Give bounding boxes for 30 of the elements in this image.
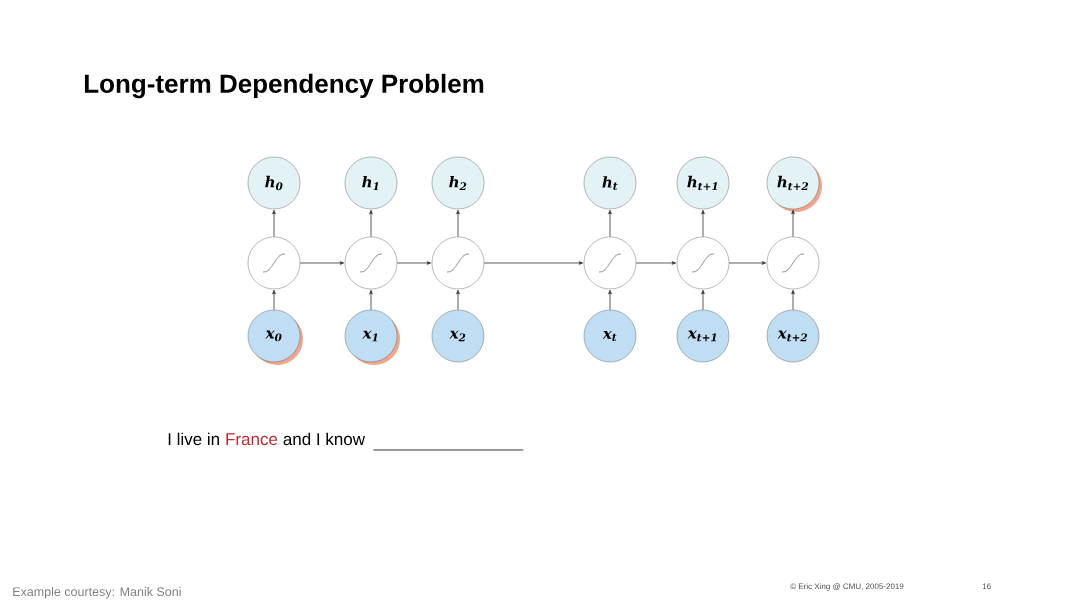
arrow xyxy=(299,261,345,265)
arrow xyxy=(456,289,460,311)
arrow xyxy=(608,289,612,311)
arrow xyxy=(635,261,677,265)
arrow xyxy=(456,209,460,238)
arrow xyxy=(483,261,584,265)
activation-circle xyxy=(583,236,637,290)
footer-credit: Example courtesy: Manik Soni xyxy=(13,586,181,599)
arrow xyxy=(791,289,795,311)
arrow xyxy=(608,209,612,238)
arrow xyxy=(728,261,767,265)
arrow xyxy=(272,289,276,311)
arrow xyxy=(369,289,373,311)
highlighted-word: France xyxy=(226,433,278,446)
sentence: and I know xyxy=(283,432,366,446)
arrow xyxy=(791,209,795,238)
arrow xyxy=(272,209,276,238)
activation-circle xyxy=(676,236,730,290)
page-number: 16 xyxy=(982,583,991,590)
arrow xyxy=(396,261,432,265)
slide-title: Long-term Dependency Problem xyxy=(84,73,484,99)
activation-circle xyxy=(431,236,485,290)
arrow xyxy=(701,289,705,311)
activation-circle xyxy=(344,236,398,290)
arrow xyxy=(369,209,373,238)
copyright-note: © Eric Xing @ CMU, 2005-2019 xyxy=(790,583,904,591)
activation-circle xyxy=(247,236,301,290)
arrow xyxy=(701,209,705,238)
activation-circle xyxy=(766,236,820,290)
sentence: I live in xyxy=(168,432,219,446)
